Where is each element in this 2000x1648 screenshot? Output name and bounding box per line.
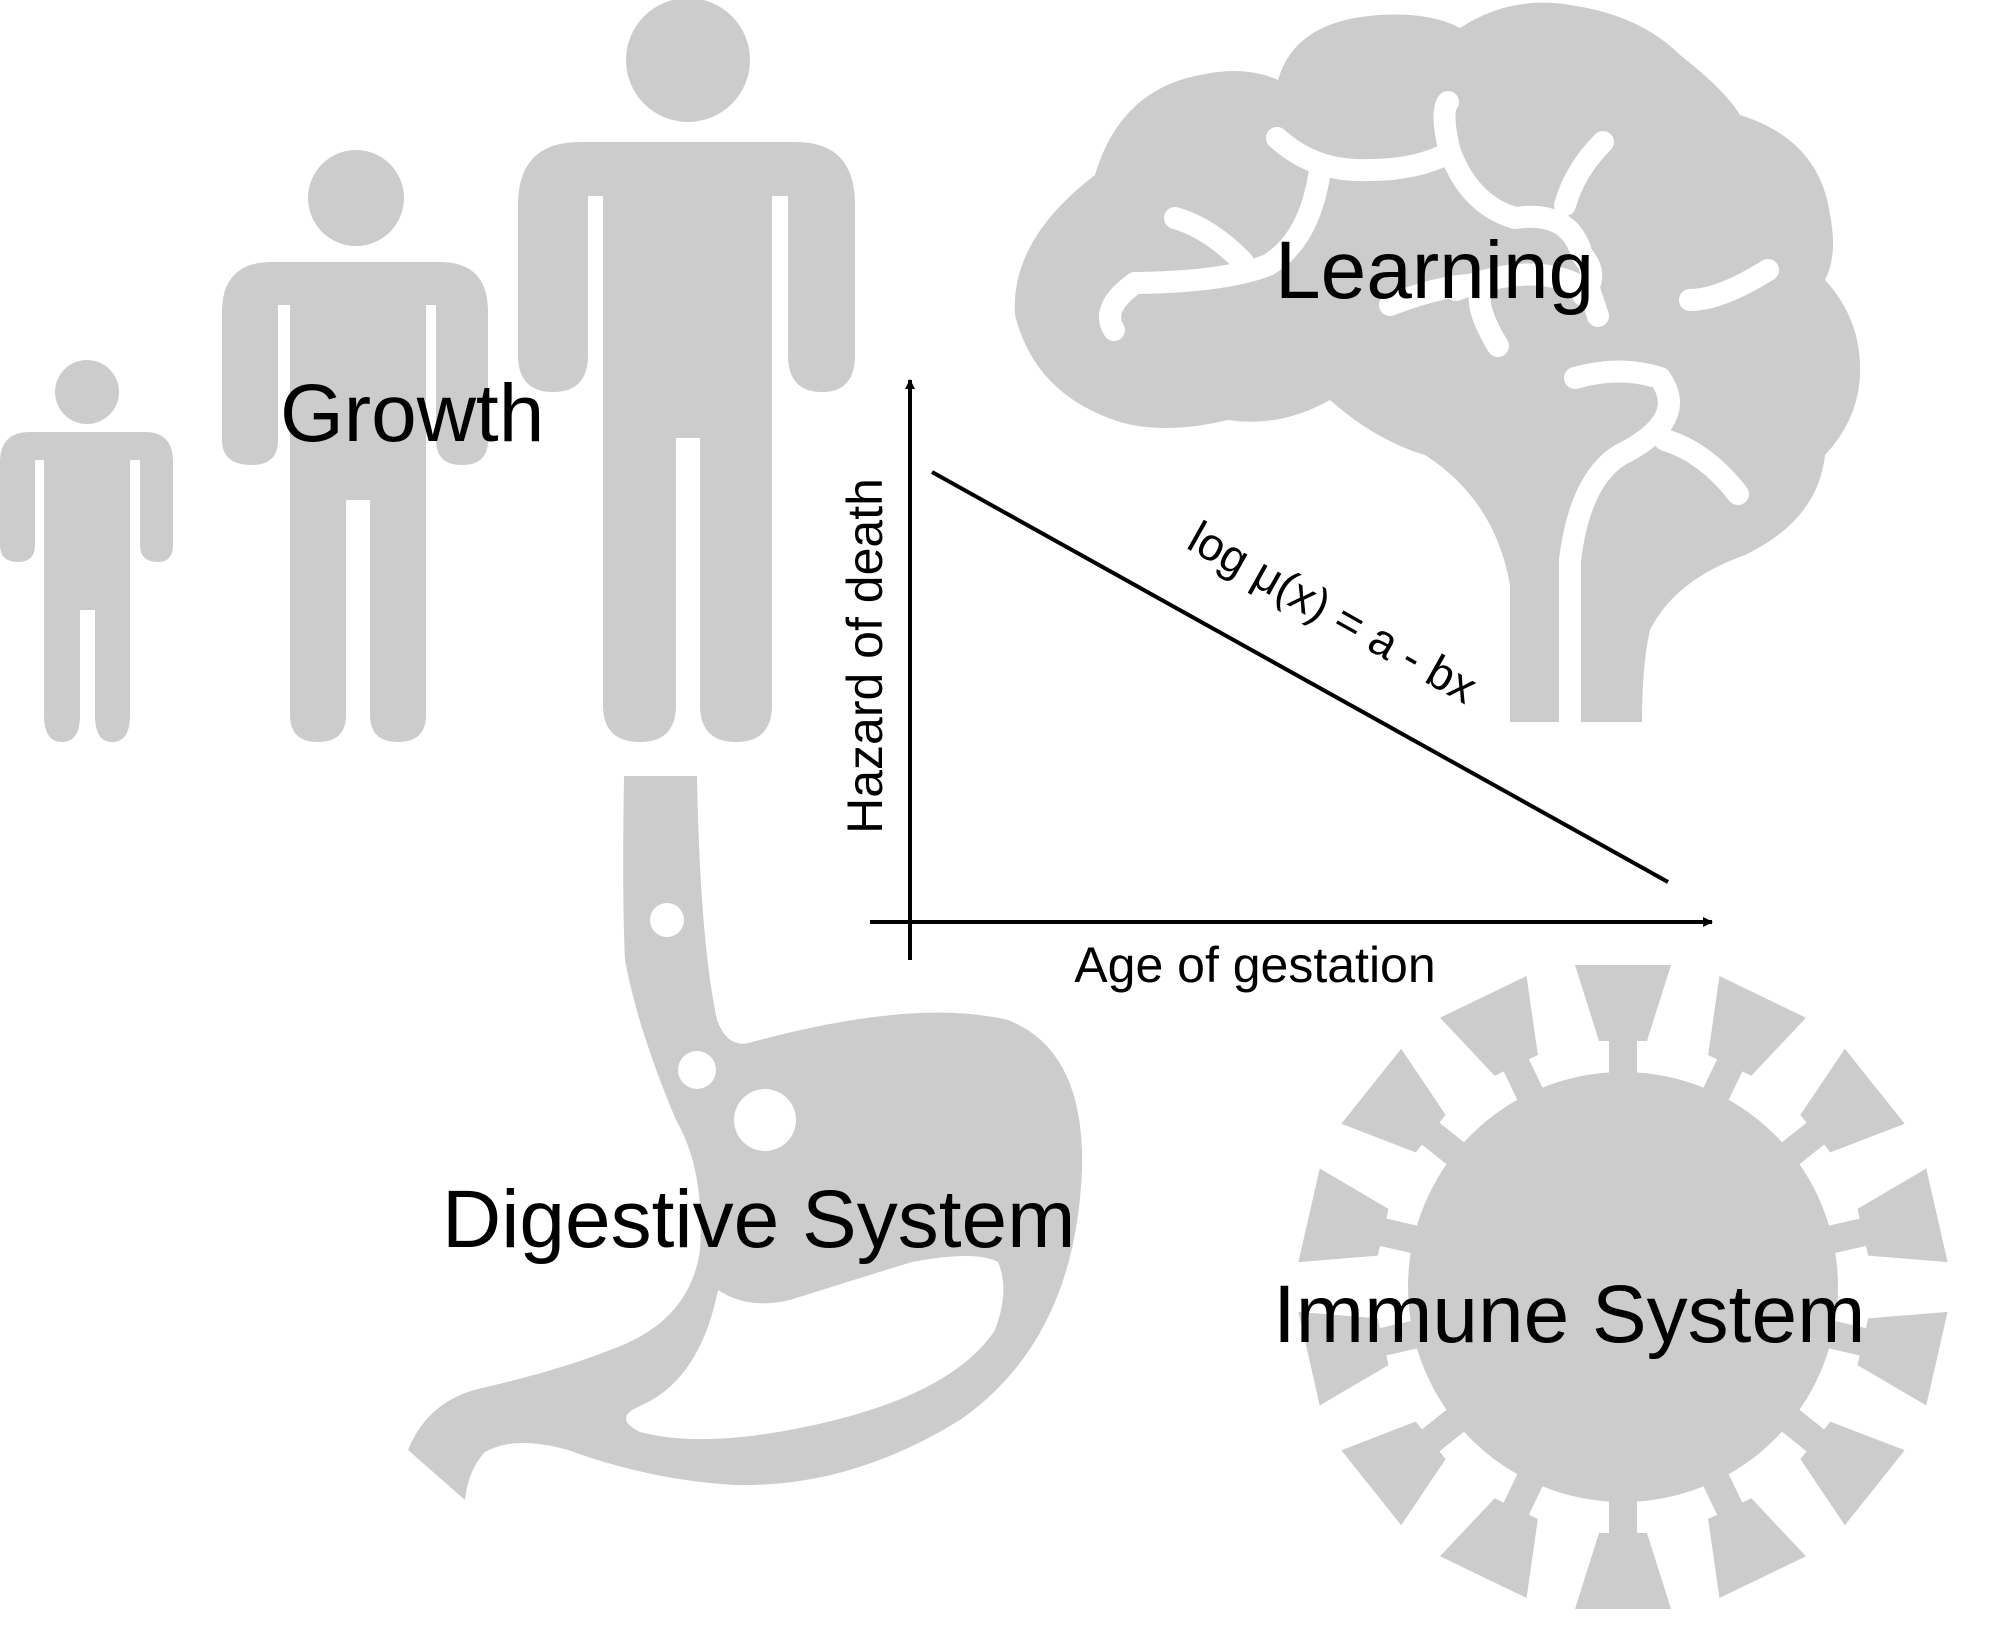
virus-spike (1817, 1311, 1948, 1406)
growth-label: Growth (280, 368, 544, 459)
virus-spike (1341, 1402, 1474, 1526)
virus-spike (1440, 976, 1548, 1111)
hazard-line (931, 470, 1669, 884)
adult-figure-icon (518, 0, 855, 742)
x-axis-label: Age of gestation (1074, 937, 1435, 993)
digestive-system-label: Digestive System (442, 1174, 1075, 1265)
virus-spike (1772, 1402, 1905, 1526)
immune-system-label: Immune System (1273, 1269, 1865, 1360)
youth-figure-icon (222, 150, 488, 742)
virus-spike (1298, 1311, 1429, 1406)
virus-spike (1772, 1048, 1905, 1172)
virus-spike (1698, 976, 1806, 1111)
virus-icon (1298, 965, 1948, 1609)
y-axis-label: Hazard of death (837, 478, 893, 834)
virus-spike (1817, 1168, 1948, 1263)
equation-label: log μ(x) = a - bx (1180, 511, 1486, 714)
virus-spike (1575, 1490, 1671, 1609)
virus-spike (1341, 1048, 1474, 1172)
child-figure-icon (0, 360, 173, 742)
virus-spike (1298, 1168, 1429, 1263)
stomach-icon (408, 776, 1083, 1500)
growth-figures (0, 0, 855, 742)
virus-spike (1575, 965, 1671, 1084)
virus-spike (1698, 1463, 1806, 1598)
virus-spike (1440, 1463, 1548, 1598)
learning-label: Learning (1275, 225, 1594, 316)
brain-icon (1014, 2, 1861, 739)
